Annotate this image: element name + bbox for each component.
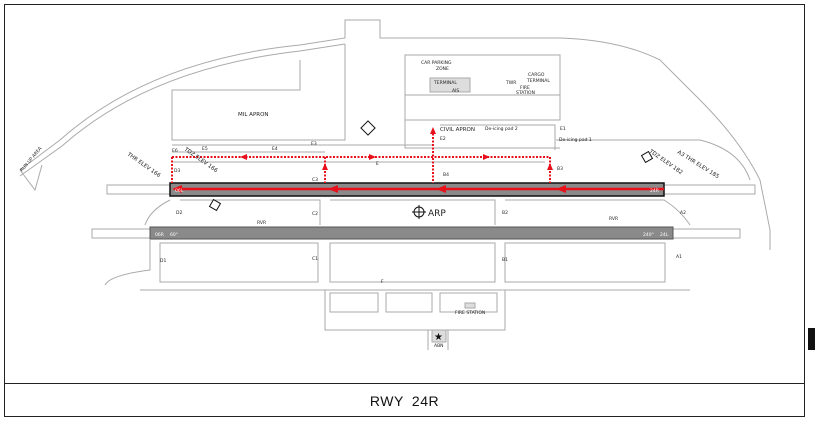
cargo-terminal-label: TERMINAL: [526, 78, 550, 84]
terminal-label: TERMINAL: [433, 80, 457, 86]
taxiway-a2: A2: [680, 210, 686, 216]
civil-apron-label: CIVIL APRON: [440, 127, 475, 133]
car-parking-label: CAR PARKING: [421, 60, 452, 66]
chart-frame: [4, 4, 805, 417]
heading-240-label: 240°: [643, 232, 654, 238]
fire-station-label: FIRE STATION: [455, 310, 485, 316]
taxi-route: [171, 127, 664, 193]
tdz-elev-06-label: TDZ ELEV 166: [182, 146, 219, 174]
taxiway-b2: B2: [502, 210, 508, 216]
thr-elev-24-label: A3 THR ELEV 185: [676, 150, 720, 181]
runway-24r-label: 24R: [650, 188, 659, 194]
page-marker: [808, 328, 815, 350]
twr-label: TWR: [505, 80, 516, 86]
taxiway-a1: A1: [676, 254, 682, 260]
runway-caption: RWY 24R: [369, 392, 440, 409]
taxiway-c2: C2: [312, 211, 318, 217]
taxiway-labels: E6 E5 E4 E3 E2 E1 E D3 D2 D1 C3 C2 C1 B4…: [160, 126, 686, 285]
taxiway-b3: B3: [557, 166, 563, 172]
taxiway-e5: E5: [202, 146, 208, 152]
rvr-left-label: RVR: [257, 220, 266, 226]
runway-24l-label: 24L: [660, 232, 669, 238]
arp-label: ARP: [428, 209, 446, 219]
taxiway-e6: E6: [172, 148, 178, 154]
fire-label: FIRE: [520, 85, 530, 91]
taxiway-e4: E4: [272, 146, 278, 152]
ais-label: AIS: [452, 88, 459, 94]
runway-06r-label: 06R: [155, 232, 164, 238]
taxiway-d1: D1: [160, 258, 166, 264]
taxiway-e: E: [376, 161, 379, 167]
windsock-icon: [360, 120, 376, 136]
deicing-pad-2-label: De-icing pad 2: [485, 126, 518, 132]
heading-60-label: 60°: [170, 232, 178, 238]
caption-row: RWY 24R: [4, 383, 805, 417]
taxiway-e2: E2: [440, 136, 446, 142]
airfield-outlines: [19, 19, 771, 350]
thr-elev-06-label: THR ELEV 166: [125, 151, 162, 179]
taxiway-b1: B1: [502, 257, 508, 263]
runway-06r-24l: [149, 226, 674, 240]
svg-text:★: ★: [434, 332, 443, 343]
taxiway-e1: E1: [560, 126, 566, 132]
zone-label: ZONE: [436, 66, 449, 72]
taxiway-d3: D3: [174, 168, 180, 174]
taxiway-c1: C1: [312, 256, 318, 262]
taxiway-f: F: [381, 279, 384, 285]
abn-label: ABN: [434, 343, 444, 349]
runway-06l-label: 06L: [175, 188, 184, 194]
taxiway-c3: C3: [312, 177, 318, 183]
beacon-star-icon: ★: [434, 332, 443, 343]
ils-icon: [640, 150, 654, 164]
deicing-pad-1-label: De-icing pad 1: [559, 137, 592, 143]
ils-icon: [208, 198, 222, 212]
station-label: STATION: [516, 90, 535, 96]
mil-apron-label: MIL APRON: [238, 112, 269, 118]
cargo-label: CARGO: [528, 72, 545, 78]
run-up-area-label: RUN UP AREA: [19, 145, 44, 173]
taxiway-e3: E3: [311, 141, 317, 147]
taxiway-d2: D2: [176, 210, 182, 216]
arp-icon: [412, 205, 426, 219]
rvr-right-label: RVR: [609, 216, 618, 222]
taxiway-b4: B4: [443, 172, 449, 178]
